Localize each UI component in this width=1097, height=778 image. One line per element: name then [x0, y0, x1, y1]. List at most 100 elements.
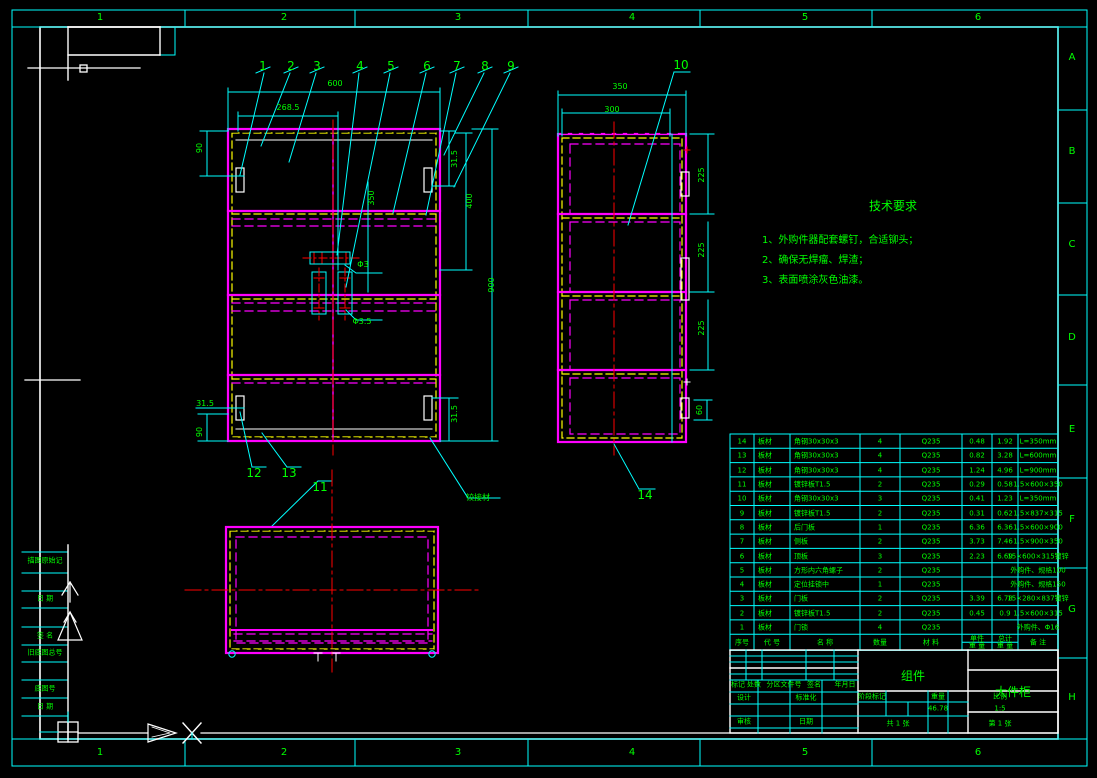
bom-cell-3-code: 板材 — [758, 594, 772, 603]
bom-cell-2-name: 镀锌板T1.5 — [794, 609, 831, 618]
bom-cell-9-no: 9 — [739, 509, 745, 518]
bom-cell-10-qty: 3 — [877, 494, 883, 503]
bom-cell-3-material: Q235 — [921, 594, 941, 603]
bom-cell-1-name: 门锁 — [794, 623, 808, 632]
zone-row-h: H — [1068, 692, 1076, 703]
bom-cell-12-code: 板材 — [758, 466, 772, 475]
bom-cell-13-name: 角钢30x30x3 — [794, 451, 839, 460]
bom-cell-7-remark: 1.5×900×350 — [1013, 537, 1063, 546]
bom-header-6: 总计 — [998, 634, 1012, 643]
bom-cell-5-no: 5 — [739, 566, 745, 575]
bom-cell-14-unit_w: 0.48 — [969, 437, 985, 446]
bom-cell-2-total_w: 0.9 — [999, 609, 1011, 618]
zone-col-bot-3: 3 — [454, 747, 462, 758]
balloon-6: 6 — [423, 59, 431, 73]
zone-col-bot-5: 5 — [801, 747, 809, 758]
zone-col-top-2: 2 — [280, 12, 288, 23]
signature-col: 签名 — [807, 680, 821, 689]
zone-col-bot-6: 6 — [974, 747, 982, 758]
tech-note-3: 3、表面喷涂灰色油漆。 — [762, 275, 869, 286]
bom-cell-13-remark: L=600mm — [1019, 451, 1057, 460]
balloon-8: 8 — [481, 59, 489, 73]
bom-cell-1-qty: 4 — [877, 623, 883, 632]
bom-cell-11-material: Q235 — [921, 480, 941, 489]
bom-header-7: 备 注 — [1029, 638, 1047, 647]
bom-cell-6-unit_w: 2.23 — [969, 552, 985, 561]
front-dim-3.5: Φ3.5 — [352, 317, 372, 326]
sheet-index: 第 1 张 — [988, 719, 1012, 728]
bom-cell-10-material: Q235 — [921, 494, 941, 503]
doc-no-col: 分区文件号 — [766, 680, 802, 689]
bom-cell-1-remark: 外购件、Φ16 — [1016, 623, 1060, 632]
bom-cell-6-no: 6 — [739, 552, 745, 561]
bom-cell-8-remark: 1.5×600×900 — [1013, 523, 1063, 532]
bom-cell-4-code: 板材 — [758, 580, 772, 589]
zone-col-top-3: 3 — [454, 12, 462, 23]
bom-cell-12-unit_w: 1.24 — [969, 466, 985, 475]
sheet-label: 大件柜 — [994, 685, 1032, 699]
balloon-9: 9 — [507, 59, 515, 73]
bom-cell-11-qty: 2 — [877, 480, 883, 489]
bom-cell-8-total_w: 6.36 — [997, 523, 1013, 532]
bom-cell-8-name: 后门板 — [794, 523, 815, 532]
bom-cell-10-total_w: 1.23 — [997, 494, 1013, 503]
bom-cell-14-name: 角钢30x30x3 — [794, 437, 839, 446]
bom-cell-3-unit_w: 3.39 — [969, 594, 985, 603]
bom-cell-13-no: 13 — [737, 451, 747, 460]
bom-cell-9-total_w: 0.62 — [997, 509, 1013, 518]
bom-cell-10-no: 10 — [737, 494, 747, 503]
zone-col-bot-1: 1 — [96, 747, 104, 758]
bom-cell-6-material: Q235 — [921, 552, 941, 561]
zone-col-top-6: 6 — [974, 12, 982, 23]
bom-cell-11-total_w: 0.58 — [997, 480, 1013, 489]
zone-col-top-5: 5 — [801, 12, 809, 23]
bom-cell-9-code: 板材 — [758, 509, 772, 518]
bom-cell-8-unit_w: 6.36 — [969, 523, 985, 532]
bom-cell-10-code: 板材 — [758, 494, 772, 503]
tech-note-2: 2、确保无焊瘤、焊渣； — [762, 255, 869, 266]
bom-cell-8-material: Q235 — [921, 523, 941, 532]
front-dim-31.5: 31.5 — [196, 399, 214, 408]
sheet-count: 共 1 张 — [886, 719, 910, 728]
side-dim-350: 350 — [612, 82, 628, 91]
bom-cell-4-material: Q235 — [921, 580, 941, 589]
zone-row-d: D — [1068, 332, 1076, 343]
front-dim-3: Φ3 — [357, 260, 369, 269]
bom-cell-7-total_w: 7.46 — [997, 537, 1013, 546]
balloon-1: 1 — [259, 59, 267, 73]
bom-cell-4-qty: 1 — [877, 580, 883, 589]
bom-cell-2-qty: 2 — [877, 609, 883, 618]
balloon-11: 11 — [312, 480, 328, 494]
designer-label: 设计 — [737, 693, 751, 702]
bom-cell-13-qty: 4 — [877, 451, 883, 460]
bom-cell-12-name: 角钢30x30x3 — [794, 466, 839, 475]
zone-row-f: F — [1069, 514, 1075, 525]
zone-row-e: E — [1068, 424, 1076, 435]
zone-col-bot-2: 2 — [280, 747, 288, 758]
bom-cell-8-qty: 1 — [877, 523, 883, 532]
balloon-5: 5 — [387, 59, 395, 73]
bom-cell-14-qty: 4 — [877, 437, 883, 446]
stage-count-col: 处数 — [747, 680, 761, 689]
bom-cell-13-material: Q235 — [921, 451, 941, 460]
bom-cell-4-no: 4 — [739, 580, 745, 589]
bom-cell-12-qty: 4 — [877, 466, 883, 475]
bom-cell-6-name: 顶板 — [794, 552, 808, 561]
bom-cell-11-no: 11 — [737, 480, 747, 489]
bom-cell-13-total_w: 3.28 — [997, 451, 1013, 460]
bom-cell-11-code: 板材 — [758, 480, 772, 489]
stage-mark-label: 阶段标记 — [858, 692, 886, 701]
weight-label: 重量 — [931, 692, 945, 701]
date-field-label: 日期 — [799, 717, 813, 726]
stamp-row-2: 签 名 — [36, 631, 54, 640]
zone-row-b: B — [1068, 146, 1076, 157]
bom-cell-14-code: 板材 — [758, 437, 772, 446]
stage-mark-col: 标记 — [731, 680, 745, 689]
bom-cell-12-remark: L=900mm — [1019, 466, 1057, 475]
bom-header-0: 序号 — [735, 638, 749, 647]
bom-subheader-0: 重 量 — [968, 641, 986, 650]
bom-cell-12-total_w: 4.96 — [997, 466, 1013, 475]
bom-cell-1-no: 1 — [739, 623, 745, 632]
bom-cell-6-qty: 3 — [877, 552, 883, 561]
